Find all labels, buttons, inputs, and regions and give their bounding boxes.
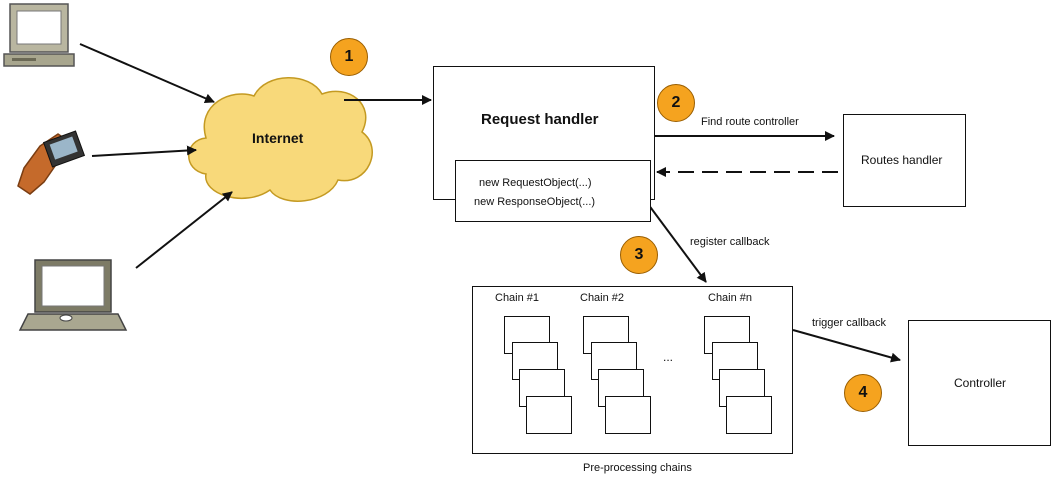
chain-2-step	[605, 396, 651, 434]
internet-label: Internet	[252, 130, 304, 146]
chain-n-label: Chain #n	[708, 292, 753, 304]
controller-label: Controller	[954, 376, 1007, 390]
step-4-badge: 4	[844, 374, 882, 412]
step-2-badge: 2	[657, 84, 695, 122]
desktop-to-internet-arrow	[79, 43, 215, 104]
pre-processing-chains-caption: Pre-processing chains	[583, 462, 692, 474]
handheld-to-internet-arrow	[91, 145, 197, 157]
trigger-callback-arrow	[792, 329, 901, 363]
step-3-badge: 3	[620, 236, 658, 274]
request-handler-label: Request handler	[481, 111, 599, 128]
internet-cloud	[188, 77, 373, 202]
trigger-callback-label: trigger callback	[812, 317, 886, 329]
chain-1-step	[526, 396, 572, 434]
chains-ellipsis: ...	[663, 350, 674, 364]
desktop-computer-icon	[3, 3, 75, 67]
controller-box	[908, 320, 1051, 446]
chain-1-label: Chain #1	[495, 292, 540, 304]
request-response-objects-box	[455, 160, 651, 222]
routes-handler-box	[843, 114, 966, 207]
laptop-icon	[18, 259, 128, 331]
register-callback-arrow	[647, 203, 707, 283]
find-route-label: Find route controller	[701, 116, 799, 128]
response-object-label: new ResponseObject(...)	[474, 196, 596, 208]
laptop-to-internet-arrow	[135, 191, 233, 269]
request-object-label: new RequestObject(...)	[479, 177, 592, 189]
routes-handler-label: Routes handler	[861, 153, 943, 167]
chain-2-label: Chain #2	[580, 292, 625, 304]
step-1-badge: 1	[330, 38, 368, 76]
chain-n-step	[726, 396, 772, 434]
register-callback-label: register callback	[690, 236, 770, 248]
handheld-device-icon	[17, 130, 86, 195]
